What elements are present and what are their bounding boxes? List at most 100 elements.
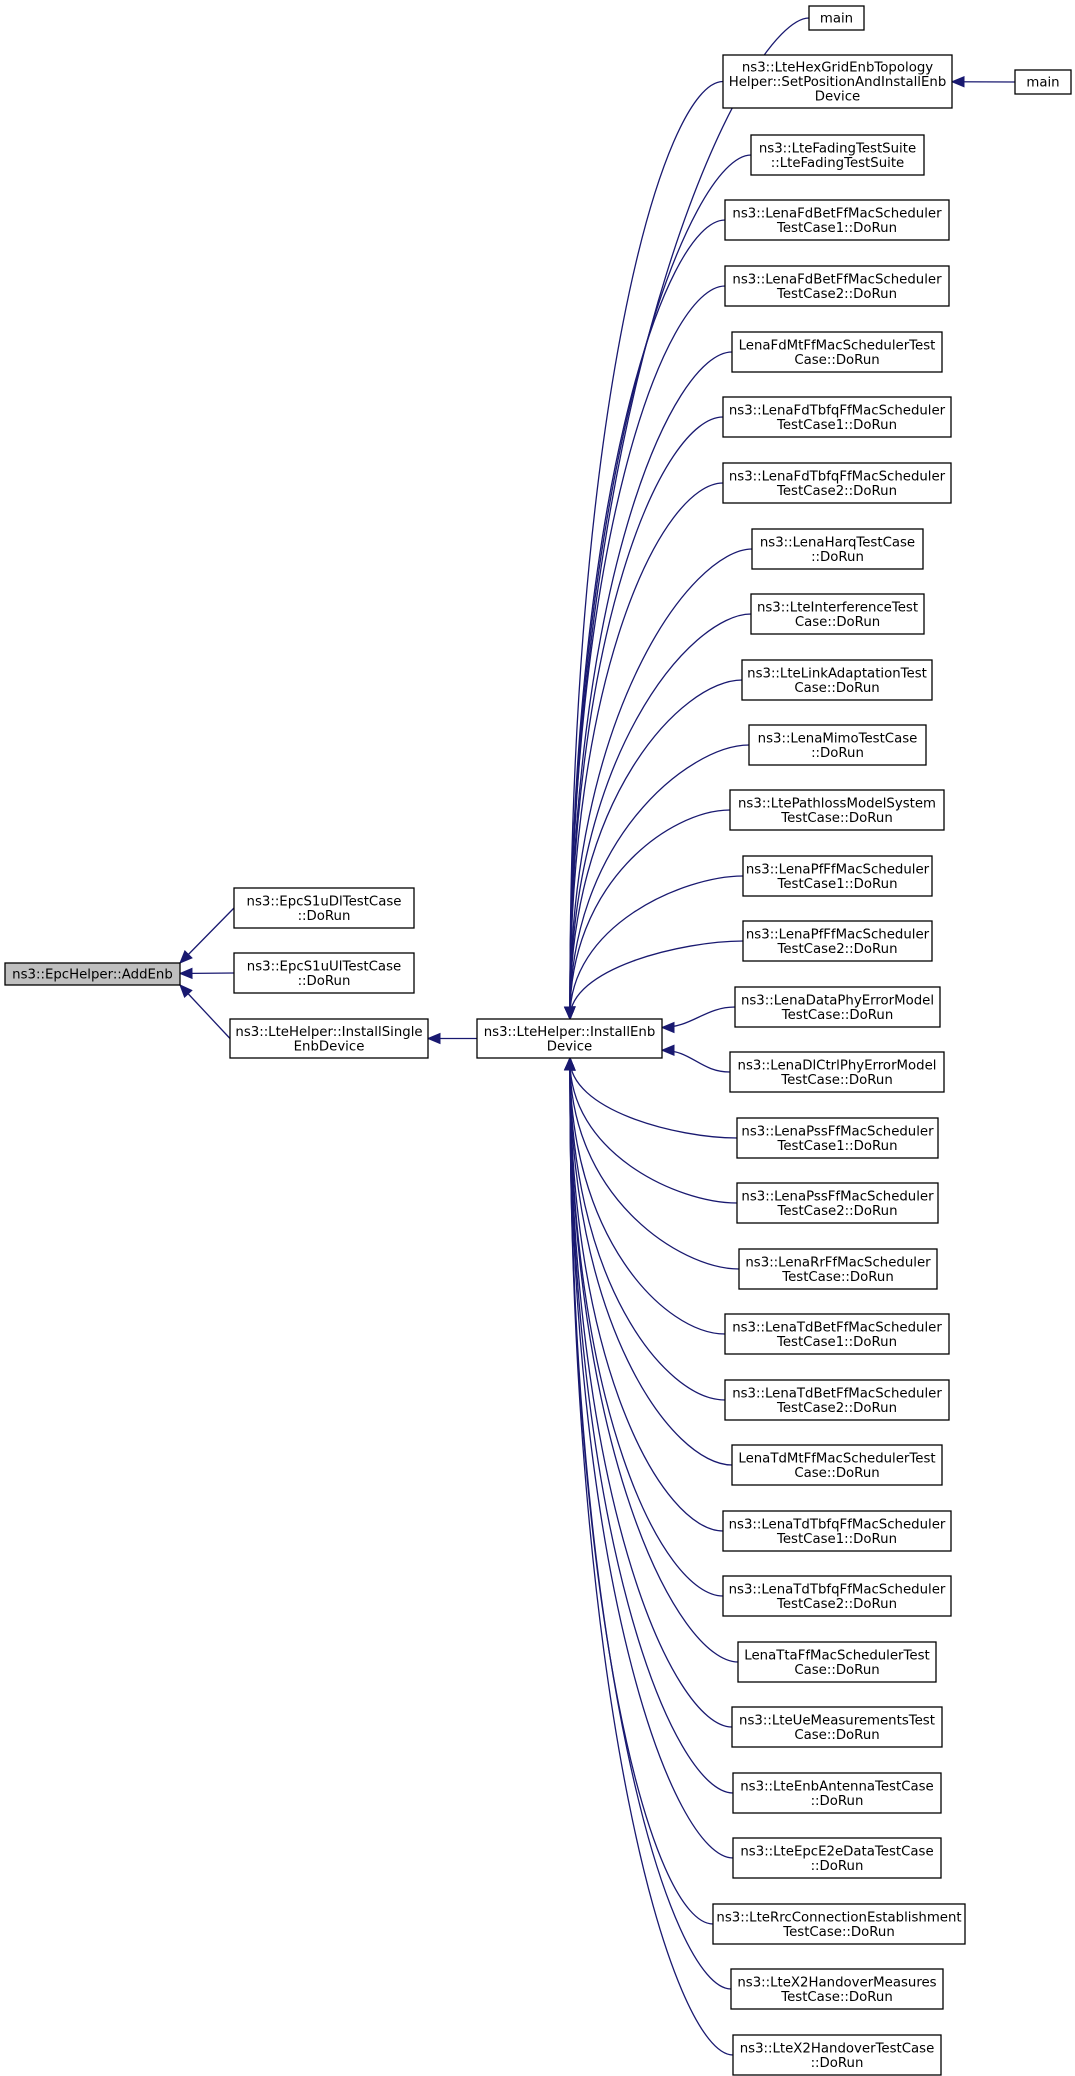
node-box xyxy=(1014,69,1072,95)
node-label: ns3::LenaTdTbfqFfMacScheduler xyxy=(729,1517,946,1532)
node-label: TestCase1::DoRun xyxy=(776,877,897,892)
node-label: ns3::LenaDataPhyErrorModel xyxy=(741,993,934,1008)
node-fdBet2[interactable]: ns3::LenaFdBetFfMacSchedulerTestCase2::D… xyxy=(724,265,950,307)
edge-main2-to-hexGrid xyxy=(950,76,1016,88)
edge-line xyxy=(569,940,744,1020)
edge-line xyxy=(569,1057,714,1925)
node-label: TestCase2::DoRun xyxy=(776,1597,897,1612)
node-tdTbfq2[interactable]: ns3::LenaTdTbfqFfMacSchedulerTestCase2::… xyxy=(722,1575,952,1617)
edge-line xyxy=(569,613,752,1020)
edge-linkAdapt-to-installEnb xyxy=(564,679,743,1021)
node-label: TestCase::DoRun xyxy=(780,1990,893,2005)
arrowhead xyxy=(563,1006,576,1021)
node-box xyxy=(729,1051,945,1093)
edge-line xyxy=(569,1057,724,1597)
arrowhead xyxy=(660,1044,675,1056)
node-box xyxy=(476,1018,663,1059)
node-label: ns3::LteHexGridEnbTopology xyxy=(742,61,933,76)
edge-line xyxy=(569,416,724,1020)
edge-enbAntenna-to-installEnb xyxy=(564,1056,734,1794)
node-fdBet1[interactable]: ns3::LenaFdBetFfMacSchedulerTestCase1::D… xyxy=(724,199,950,241)
node-label: EnbDevice xyxy=(294,1039,365,1054)
node-box xyxy=(731,331,943,373)
edge-line xyxy=(569,1057,732,1990)
node-label: ns3::LenaTdBetFfMacScheduler xyxy=(732,1386,942,1401)
node-box xyxy=(724,199,950,241)
node-pss2[interactable]: ns3::LenaPssFfMacSchedulerTestCase2::DoR… xyxy=(736,1182,939,1224)
node-x2Meas[interactable]: ns3::LteX2HandoverMeasuresTestCase::DoRu… xyxy=(730,1968,944,2010)
node-epcS1uDl[interactable]: ns3::EpcS1uDlTestCase::DoRun xyxy=(233,887,415,929)
edge-tdTbfq1-to-installEnb xyxy=(564,1056,724,1532)
node-label: TestCase::DoRun xyxy=(780,811,893,826)
node-harq[interactable]: ns3::LenaHarqTestCase::DoRun xyxy=(751,528,924,570)
node-label: ns3::LenaDlCtrlPhyErrorModel xyxy=(738,1058,937,1073)
node-box xyxy=(722,54,953,109)
edge-line xyxy=(569,875,744,1020)
node-x2Handover[interactable]: ns3::LteX2HandoverTestCase::DoRun xyxy=(732,2034,942,2076)
node-pss1[interactable]: ns3::LenaPssFfMacSchedulerTestCase1::DoR… xyxy=(736,1117,939,1159)
node-dataPhyErr[interactable]: ns3::LenaDataPhyErrorModelTestCase::DoRu… xyxy=(734,986,941,1028)
node-hexGrid[interactable]: ns3::LteHexGridEnbTopologyHelper::SetPos… xyxy=(722,54,953,109)
node-label: TestCase::DoRun xyxy=(780,1073,893,1088)
node-addEnb[interactable]: ns3::EpcHelper::AddEnb xyxy=(4,962,181,986)
node-fdTbfq2[interactable]: ns3::LenaFdTbfqFfMacSchedulerTestCase2::… xyxy=(722,462,952,504)
node-box xyxy=(742,920,933,962)
node-label: ns3::LteHelper::InstallSingle xyxy=(235,1025,422,1040)
edge-pf1-to-installEnb xyxy=(563,875,744,1021)
node-label: TestCase2::DoRun xyxy=(776,287,897,302)
node-epcS1uUl[interactable]: ns3::EpcS1uUlTestCase::DoRun xyxy=(233,952,415,994)
node-pf1[interactable]: ns3::LenaPfFfMacSchedulerTestCase1::DoRu… xyxy=(742,855,933,897)
edge-line xyxy=(569,1057,734,1794)
node-fdTbfq1[interactable]: ns3::LenaFdTbfqFfMacSchedulerTestCase1::… xyxy=(722,396,952,438)
node-label: ns3::LteHelper::InstallEnb xyxy=(484,1025,656,1040)
node-label: ns3::LteEpcE2eDataTestCase xyxy=(740,1844,933,1859)
edge-line xyxy=(569,482,724,1020)
node-pf2[interactable]: ns3::LenaPfFfMacSchedulerTestCase2::DoRu… xyxy=(742,920,933,962)
node-box xyxy=(732,1772,942,1814)
edge-line xyxy=(569,809,731,1020)
node-dlCtrlPhyErr[interactable]: ns3::LenaDlCtrlPhyErrorModelTestCase::Do… xyxy=(729,1051,945,1093)
node-main2[interactable]: main xyxy=(1014,69,1072,95)
node-label: Device xyxy=(815,90,860,105)
edge-interference-to-installEnb xyxy=(564,613,752,1021)
node-tdTbfq1[interactable]: ns3::LenaTdTbfqFfMacSchedulerTestCase1::… xyxy=(722,1510,952,1552)
node-box xyxy=(722,1575,952,1617)
arrowhead xyxy=(178,967,193,980)
edge-line xyxy=(569,1057,733,1466)
node-rrcConn[interactable]: ns3::LteRrcConnectionEstablishmentTestCa… xyxy=(712,1903,966,1945)
node-label: Device xyxy=(547,1039,592,1054)
node-label: Case::DoRun xyxy=(794,1728,879,1743)
node-box xyxy=(742,855,933,897)
node-enbAntenna[interactable]: ns3::LteEnbAntennaTestCase::DoRun xyxy=(732,1772,942,1814)
node-fadingSuite[interactable]: ns3::LteFadingTestSuite::LteFadingTestSu… xyxy=(750,134,925,176)
node-box xyxy=(736,1117,939,1159)
node-label: TestCase2::DoRun xyxy=(776,942,897,957)
node-pathloss[interactable]: ns3::LtePathlossModelSystemTestCase::DoR… xyxy=(729,789,945,831)
edge-line xyxy=(569,154,752,1020)
node-label: ::DoRun xyxy=(811,1859,864,1874)
node-label: ns3::LenaFdTbfqFfMacScheduler xyxy=(729,403,946,418)
node-main1[interactable]: main xyxy=(808,5,865,31)
node-label: LenaTdMtFfMacSchedulerTest xyxy=(738,1451,935,1466)
node-box xyxy=(229,1018,429,1059)
node-box xyxy=(748,724,927,766)
edge-installSingle-to-addEnb xyxy=(179,984,231,1039)
edge-line xyxy=(569,1057,739,1663)
node-tdBet2[interactable]: ns3::LenaTdBetFfMacSchedulerTestCase2::D… xyxy=(724,1379,950,1421)
edge-harq-to-installEnb xyxy=(564,548,753,1021)
node-mimo[interactable]: ns3::LenaMimoTestCase::DoRun xyxy=(748,724,927,766)
node-box xyxy=(738,1248,938,1290)
edge-line xyxy=(569,1057,726,1335)
node-epcE2e[interactable]: ns3::LteEpcE2eDataTestCase::DoRun xyxy=(732,1837,942,1879)
node-tdBet1[interactable]: ns3::LenaTdBetFfMacSchedulerTestCase1::D… xyxy=(724,1313,950,1355)
